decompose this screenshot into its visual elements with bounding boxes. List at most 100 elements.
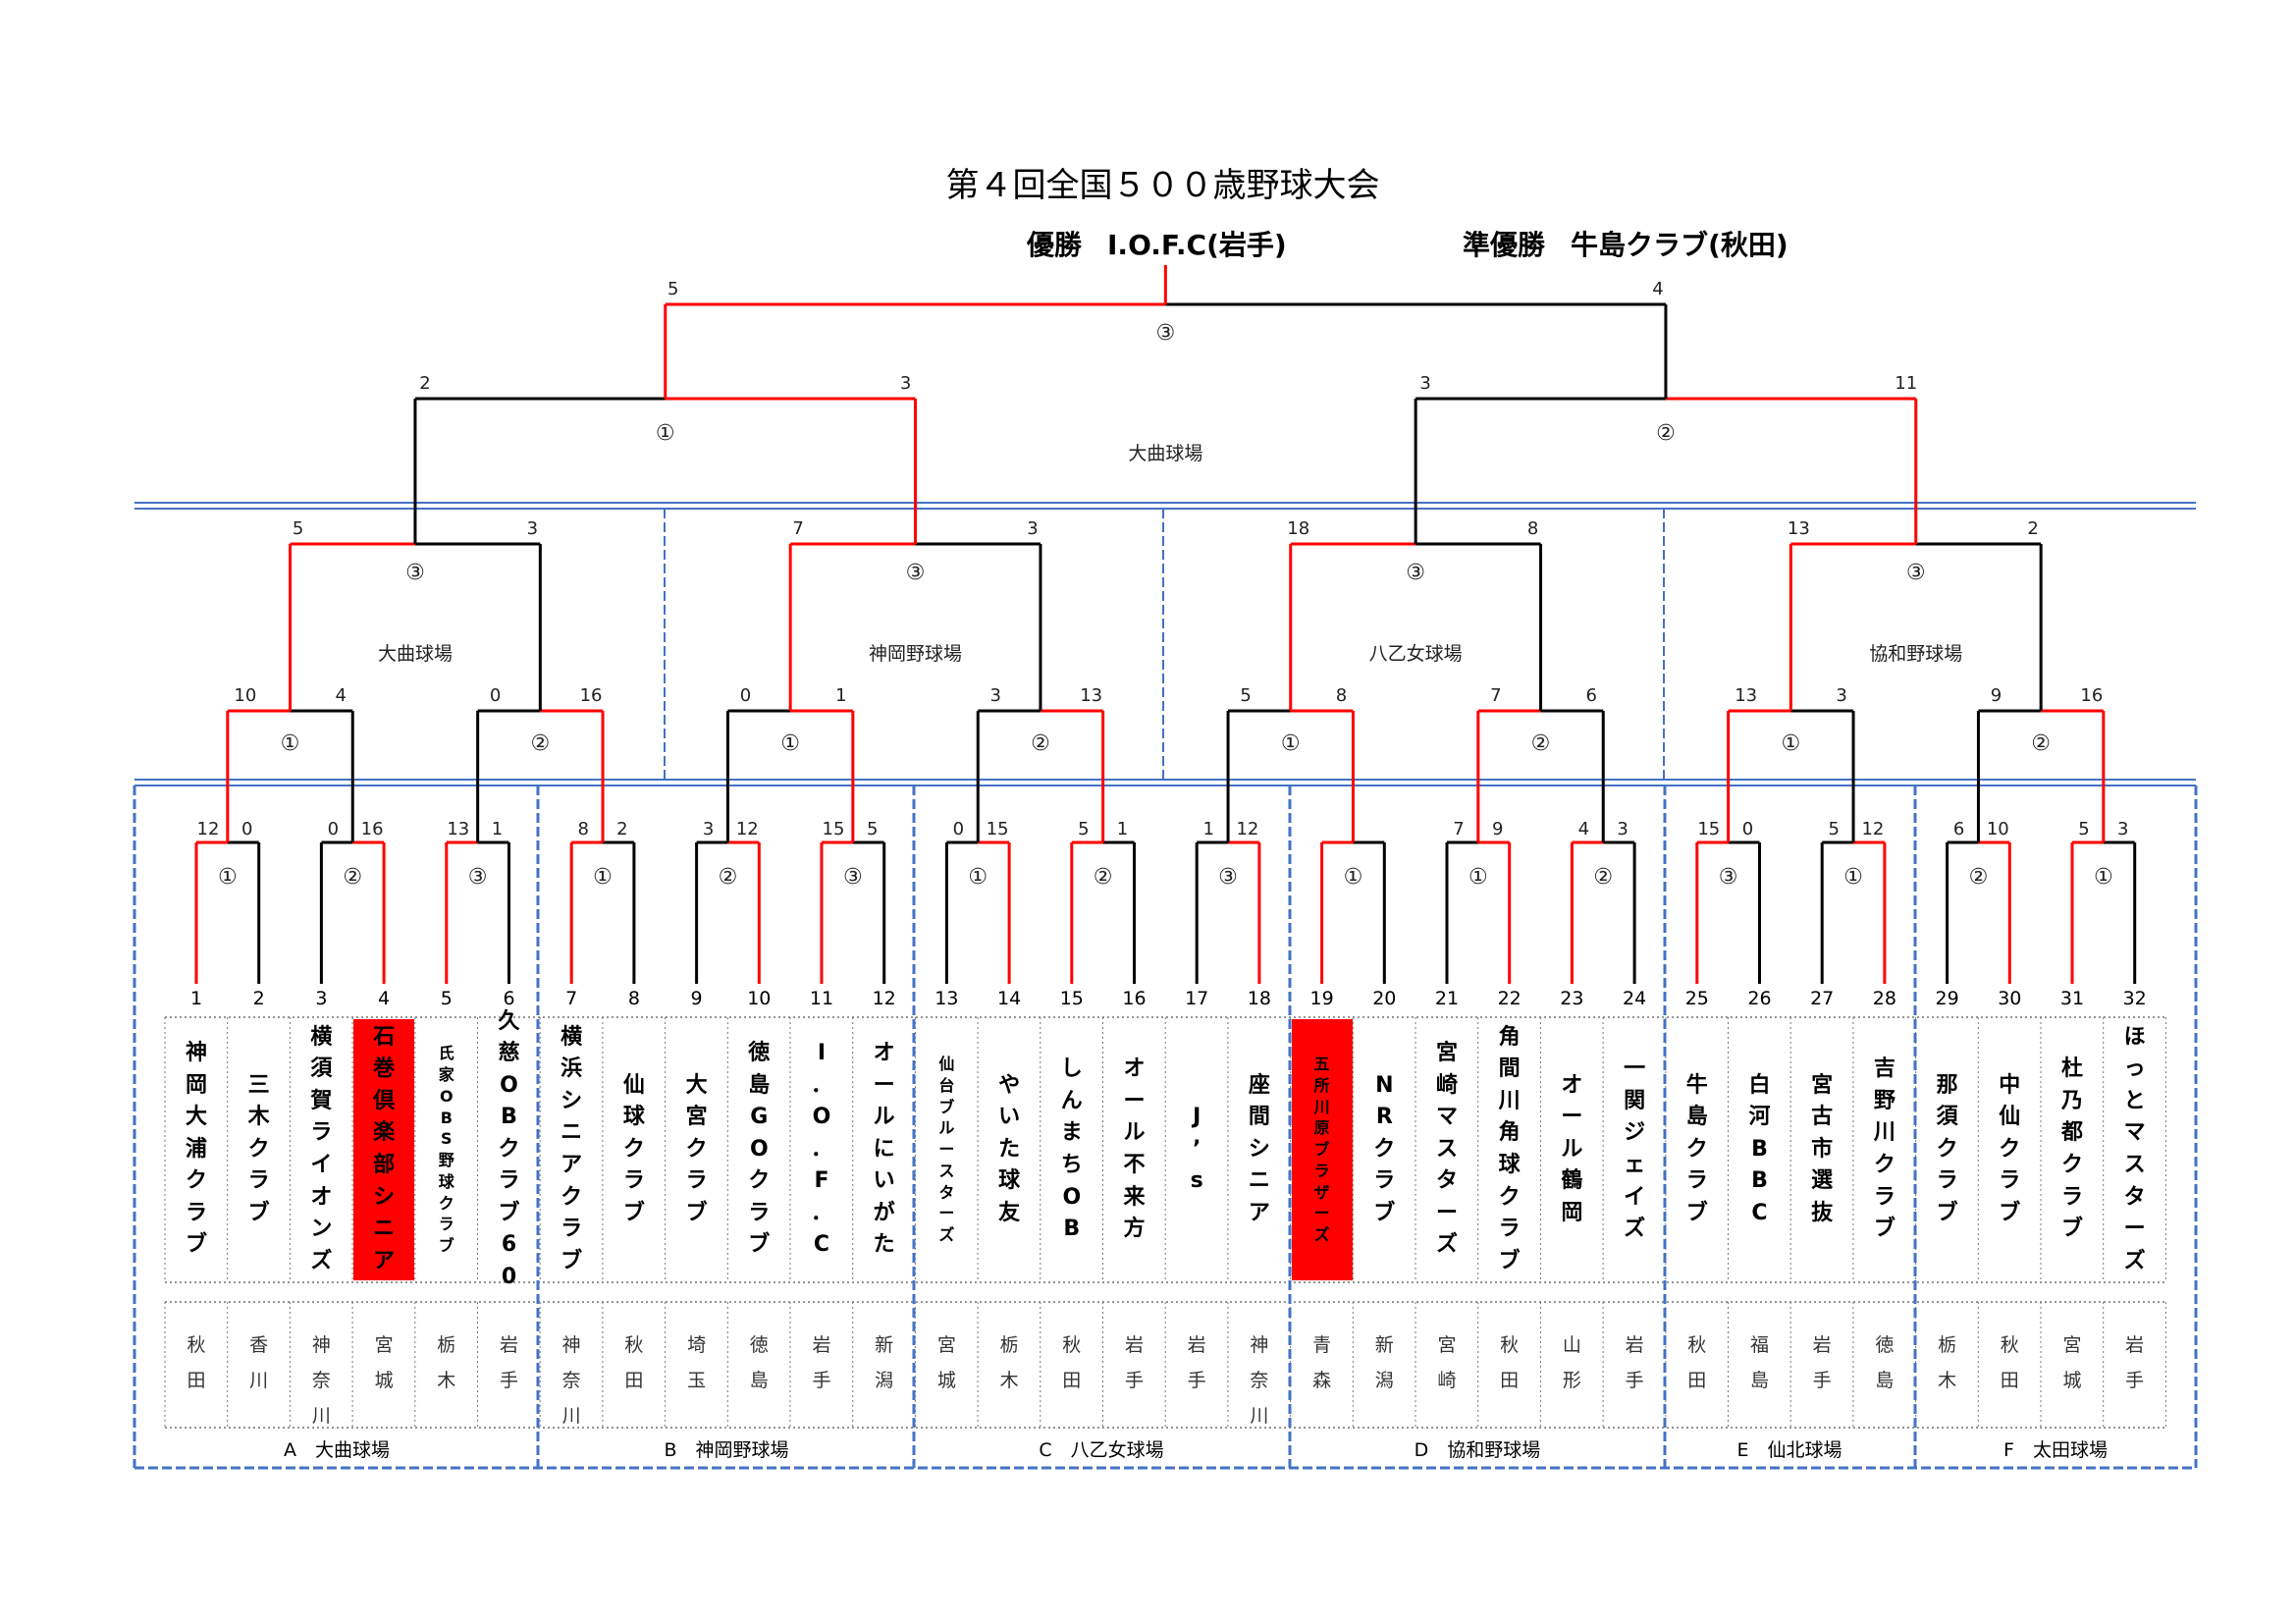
team-prefecture-16: 岩手: [1124, 1334, 1144, 1392]
final-game-mark: ③: [1155, 321, 1175, 346]
quarter-game-mark: ③: [405, 561, 425, 585]
round2-game-mark: ①: [1781, 731, 1800, 756]
round1-game-mark: ③: [843, 865, 863, 890]
team-prefecture-25: 秋田: [1687, 1334, 1707, 1392]
quarter-game-mark: ③: [906, 561, 926, 585]
round1-score: 12: [1861, 819, 1884, 839]
quarter-score: 18: [1287, 518, 1309, 539]
round1-score: 12: [197, 819, 220, 839]
round2-game-mark: ②: [2031, 731, 2051, 756]
round2-score: 3: [990, 685, 1001, 706]
round2-score: 13: [1735, 685, 1757, 706]
team-prefecture-32: 岩手: [2125, 1334, 2145, 1392]
team-prefecture-18: 神奈川: [1250, 1334, 1269, 1428]
round2-score: 16: [580, 685, 603, 706]
round2-score: 4: [336, 685, 347, 706]
quarter-venue-label: 神岡野球場: [869, 643, 962, 665]
team-number: 22: [1497, 988, 1522, 1009]
team-prefecture-23: 山形: [1562, 1334, 1581, 1392]
round1-score: 16: [361, 819, 384, 839]
round1-game-mark: ①: [2094, 865, 2113, 890]
round2-game-mark: ①: [780, 731, 800, 756]
semifinal-score: 3: [900, 373, 911, 394]
round1-game-mark: ①: [968, 865, 988, 890]
quarter-score: 13: [1788, 518, 1810, 539]
team-number: 5: [440, 988, 453, 1009]
team-name-19: 五所川原ブラザーズ: [1291, 1019, 1353, 1280]
round1-game-mark: ①: [1344, 865, 1363, 890]
round1-score: 8: [577, 819, 588, 839]
zone-label: D 協和野球場: [1414, 1439, 1541, 1461]
quarter-game-mark: ③: [1406, 561, 1425, 585]
round1-score: 1: [1202, 819, 1213, 839]
round2-score: 16: [2080, 685, 2103, 706]
round1-game-mark: ③: [468, 865, 488, 890]
team-name-8: 仙球クラブ: [622, 1072, 645, 1225]
team-prefecture-12: 新潟: [875, 1334, 894, 1392]
team-prefecture-14: 栃木: [999, 1334, 1019, 1392]
round2-game-mark: ①: [281, 731, 300, 756]
team-prefecture-13: 宮城: [936, 1334, 956, 1392]
quarter-venue-label: 八乙女球場: [1369, 643, 1463, 665]
round2-score: 8: [1336, 685, 1347, 706]
round2-score: 6: [1586, 685, 1597, 706]
round1-game-mark: ③: [1719, 865, 1738, 890]
team-name-1: 神岡大浦クラブ: [185, 1041, 207, 1258]
team-number: 19: [1309, 988, 1334, 1009]
round2-score: 9: [1991, 685, 2002, 706]
round1-game-mark: ①: [218, 865, 238, 890]
page-title: 第４回全国５００歳野球大会: [945, 166, 1380, 205]
team-name-7: 横浜シニアクラブ: [561, 1024, 583, 1273]
team-number: 15: [1059, 988, 1084, 1009]
team-name-30: 中仙クラブ: [1999, 1072, 2021, 1225]
round2-score: 0: [490, 685, 501, 706]
team-name-9: 大宮クラブ: [685, 1072, 708, 1225]
round1-game-mark: ②: [1969, 865, 1989, 890]
team-prefecture-17: 岩手: [1187, 1334, 1206, 1392]
final-score: 4: [1652, 279, 1663, 299]
round1-score: 1: [492, 819, 503, 839]
team-name-31: 杜乃都クラブ: [2060, 1056, 2083, 1242]
team-number: 14: [997, 988, 1022, 1009]
team-number: 28: [1872, 988, 1896, 1009]
round2-game-mark: ②: [530, 731, 550, 756]
team-number: 20: [1372, 988, 1397, 1009]
semifinal-score: 3: [1419, 373, 1430, 394]
quarter-score: 8: [1527, 518, 1538, 539]
team-prefecture-21: 宮崎: [1437, 1334, 1457, 1392]
semifinal-game-mark: ①: [656, 421, 675, 446]
quarter-score: 3: [527, 518, 538, 539]
round1-score: 4: [1578, 819, 1589, 839]
team-prefecture-24: 岩手: [1625, 1334, 1644, 1392]
team-prefecture-29: 栃木: [1938, 1334, 1957, 1392]
team-prefecture-4: 宮城: [374, 1334, 394, 1392]
team-name-21: 宮崎マスターズ: [1435, 1041, 1458, 1258]
team-number: 24: [1623, 988, 1647, 1009]
semifinal-game-mark: ②: [1656, 421, 1676, 446]
team-prefecture-10: 徳島: [749, 1334, 769, 1392]
team-prefecture-5: 栃木: [437, 1334, 456, 1392]
round1-score: 1: [1117, 819, 1128, 839]
runner-up-result: 準優勝牛島クラブ(秋田): [1463, 224, 1814, 263]
final-venue-label: 大曲球場: [1128, 443, 1202, 464]
team-name-27: 宮古市選抜: [1811, 1072, 1834, 1225]
round2-score: 7: [1490, 685, 1501, 706]
team-number: 3: [315, 988, 328, 1009]
zone-label: E 仙北球場: [1736, 1439, 1842, 1461]
team-prefecture-1: 秋田: [187, 1334, 206, 1392]
round1-score: 2: [616, 819, 627, 839]
quarter-venue-label: 大曲球場: [378, 643, 453, 665]
team-name-29: 那須クラブ: [1936, 1072, 1958, 1225]
team-name-4: 石巻倶楽部シニア: [353, 1019, 415, 1280]
team-name-16: オール不来方: [1123, 1056, 1146, 1242]
team-number: 32: [2122, 988, 2147, 1009]
team-prefecture-31: 宮城: [2062, 1334, 2082, 1392]
team-prefecture-8: 秋田: [624, 1334, 644, 1392]
zone-label: A 大曲球場: [284, 1439, 390, 1461]
quarter-venue-label: 協和野球場: [1869, 643, 1962, 665]
team-prefecture-20: 新潟: [1374, 1334, 1394, 1392]
round1-score: 6: [1953, 819, 1964, 839]
